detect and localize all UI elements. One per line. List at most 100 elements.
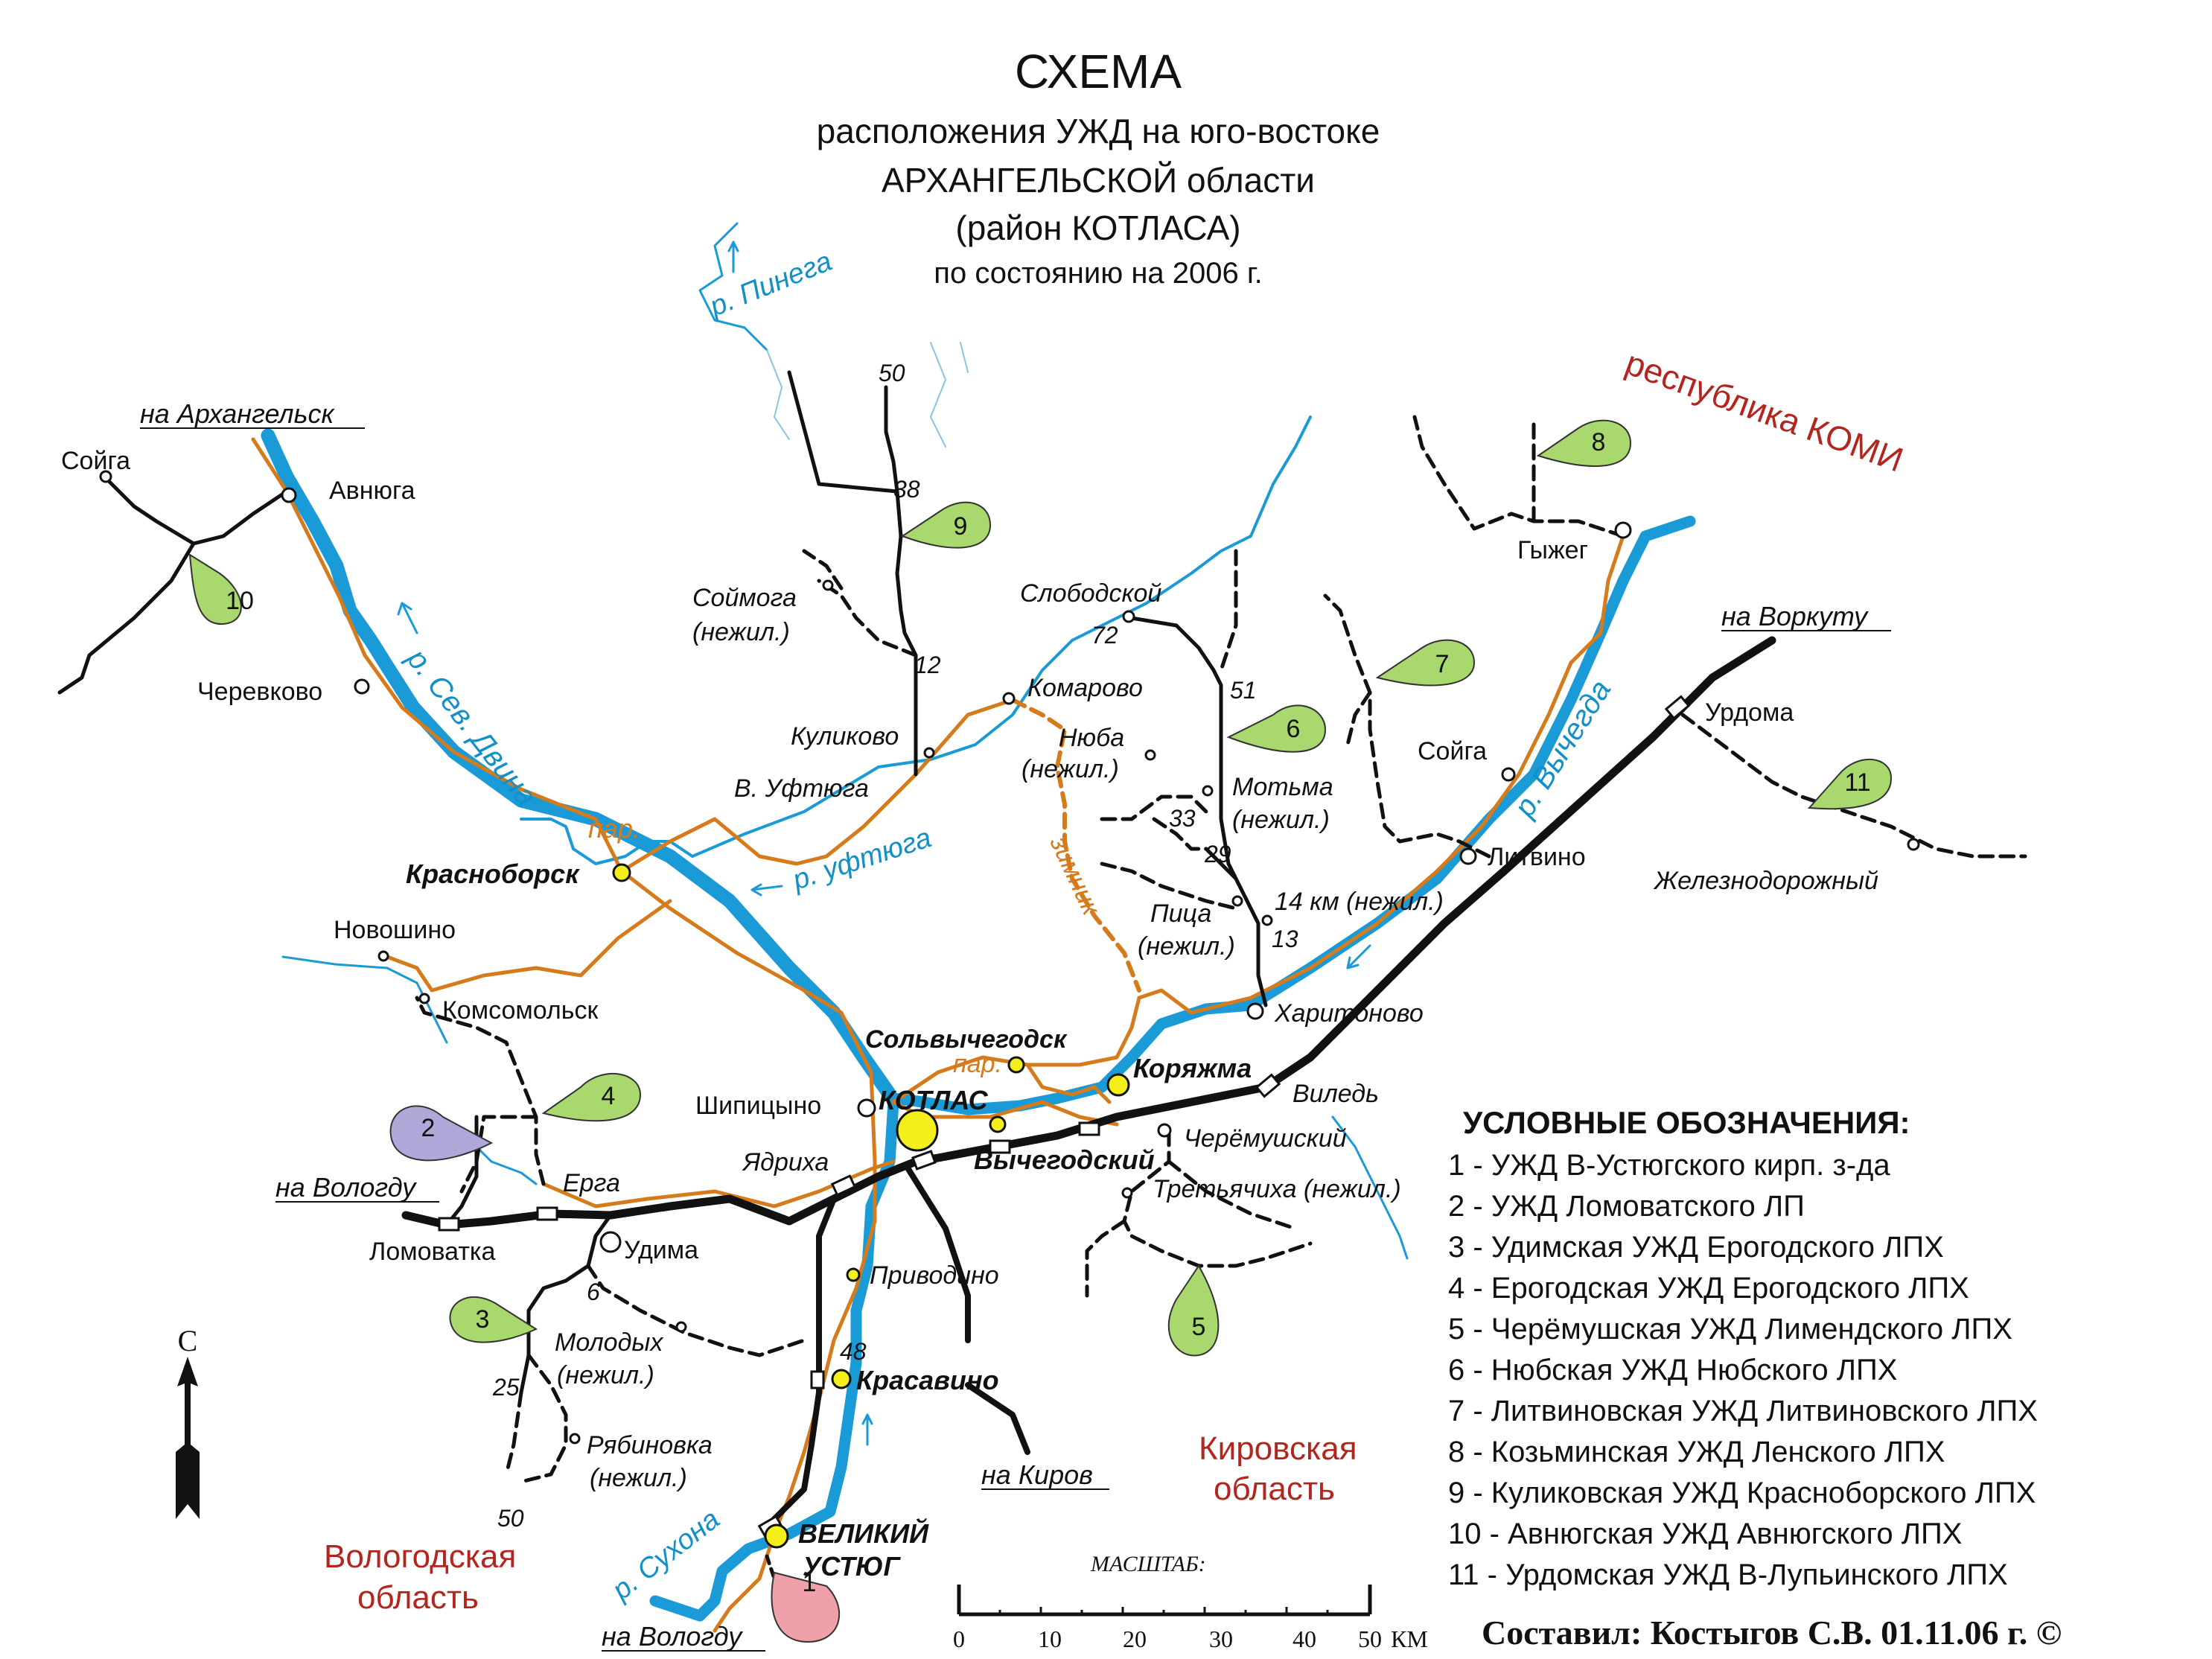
bubble-1-label: 1 [803,1569,817,1597]
label-molodykh-2: (нежил.) [557,1361,654,1389]
label-komsomolsk: Комсомольск [442,996,599,1025]
river-uftyuga [520,818,694,865]
label-molodykh-1: Молодых [555,1328,663,1357]
pt-molodykh [675,1321,687,1333]
ugd-4 [415,996,546,1186]
scale-tick-50: 50 [1358,1625,1382,1652]
label-vychegodsky: Вычегодский [974,1144,1155,1175]
author-credit: Составил: Костыгов С.В. 01.11.06 г. © [1482,1614,2062,1652]
legend-item-1: 1 - УЖД В-Устюгского кирп. з-да [1448,1149,1890,1182]
label-kotlas: КОТЛАС [879,1085,989,1115]
town-koryazhma [1106,1073,1130,1097]
ugd-5-b2 [1167,1159,1298,1231]
label-v-uftyuga: В. Уфтюга [734,774,869,803]
ugd-9-b1 [787,370,899,494]
pt-zheleznodorozhny [1907,838,1920,851]
km-25: 25 [492,1374,520,1401]
flow-arrow-vychegda [1346,944,1371,969]
bubble-3-label: 3 [476,1305,490,1334]
station-box-erga [536,1206,558,1221]
scale-label: МАСШТАБ: [1090,1552,1206,1576]
bubble-8-label: 8 [1592,428,1606,456]
pt-nyuba [1144,749,1156,761]
bubble-2 [389,1105,494,1162]
dir-vologda-s: на Вологду [602,1621,743,1652]
north-arrow: С [176,1324,200,1519]
pt-kharitonovo [1246,1002,1264,1020]
road-krasnoborsk-uftyuga [619,698,1015,873]
north-arrow-icon [176,1357,200,1519]
label-avnyuga: Авнюга [329,477,415,505]
road-kotlas-yadrikha [541,1159,896,1209]
station-box-vych2 [1078,1121,1100,1136]
ugd-6 [1129,616,1268,1007]
region-vologda-1: Вологодская [324,1538,516,1575]
label-sev-dvina: р. Сев. Двина [400,643,543,812]
label-udima: Удима [624,1236,698,1264]
label-sukhona: р. Сухона [606,1503,726,1606]
bubble-labels: 1 2 3 4 5 6 7 8 9 10 11 [226,428,1871,1597]
legend-heading: УСЛОВНЫЕ ОБОЗНАЧЕНИЯ: [1463,1105,1910,1140]
river-uftyuga-upper [691,415,1312,858]
km-51: 51 [1230,677,1257,704]
label-ryabinovka-1: Рябиновка [587,1431,713,1459]
label-cheremushsky: Черёмушский [1184,1124,1347,1153]
label-soymoga-1: Соймога [692,584,797,612]
ugd-5 [1122,1130,1313,1268]
title-block: СХЕМА расположения УЖД на юго-востоке АР… [817,45,1380,290]
river-vychegda [887,515,1696,1115]
ugd-7 [1323,593,1491,859]
label-soyga-w: Сойга [61,447,130,475]
station-box-urdoma [1664,695,1691,720]
label-solvychegodsk: Сольвычегодск [865,1025,1068,1054]
pt-kulikovo [923,747,935,759]
ugd-3-b2 [519,1353,568,1484]
bubble-11 [1807,758,1893,810]
label-pitsa-1: Пица [1150,899,1211,928]
town-solvychegodsk [1007,1056,1025,1074]
road-krasnoborsk-komsomolsk [385,899,672,993]
ugd-6-top [1219,549,1238,672]
bubble-1 [771,1571,841,1643]
road-vychegodsky-loop [1025,1063,1112,1104]
rail-vologda-kotlas-vorkuta [401,636,1776,1229]
label-par-1: пар. [588,813,640,844]
region-kirov-1: Кировская [1199,1430,1357,1467]
bubble-7-label: 7 [1435,650,1450,678]
flow-arrow-sukhona [861,1413,873,1446]
bubble-8 [1536,419,1632,467]
region-komi: республика КОМИ [1621,343,1908,480]
bubble-4-label: 4 [602,1082,616,1110]
rail-kotlas-kirov [905,1166,1030,1455]
road-zimnik [1010,698,1141,993]
km-29: 29 [1204,841,1231,867]
label-komarovo: Комарово [1027,674,1143,702]
label-erga: Ерга [563,1169,620,1197]
town-vychegodsky [989,1115,1007,1133]
label-krasavino: Красавино [856,1365,999,1395]
scale-bar: МАСШТАБ: 0 10 20 30 40 50 КМ [953,1552,1428,1652]
pt-komsomolsk [418,993,430,1004]
town-privodino [846,1267,861,1282]
label-viled: Виледь [1293,1080,1379,1108]
river-sukhona [649,1096,899,1622]
km-12: 12 [914,652,941,678]
pt-tretyachikha [1121,1187,1133,1199]
label-krasnoborsk: Красноборск [406,859,580,889]
river-novoshino-stream [281,955,448,1044]
river-viled-stream [1331,1115,1409,1260]
scale-ticks [998,1607,1329,1614]
label-motma-2: (нежил.) [1232,806,1330,834]
ugd-10 [57,489,289,695]
main-railways-layer [401,636,1776,1522]
label-cherevkovo: Черевково [197,678,322,706]
flow-arrow-sev-dvina [397,602,418,634]
label-soyga-e: Сойга [1418,737,1487,765]
compass-letter: С [178,1324,198,1357]
river-pinega-trib [766,342,969,448]
ugd-3-b3 [504,1390,523,1477]
label-14km: 14 км (нежил.) [1275,888,1444,916]
title-line-5: по состоянию на 2006 г. [934,257,1262,290]
ugd-3 [519,1213,613,1395]
